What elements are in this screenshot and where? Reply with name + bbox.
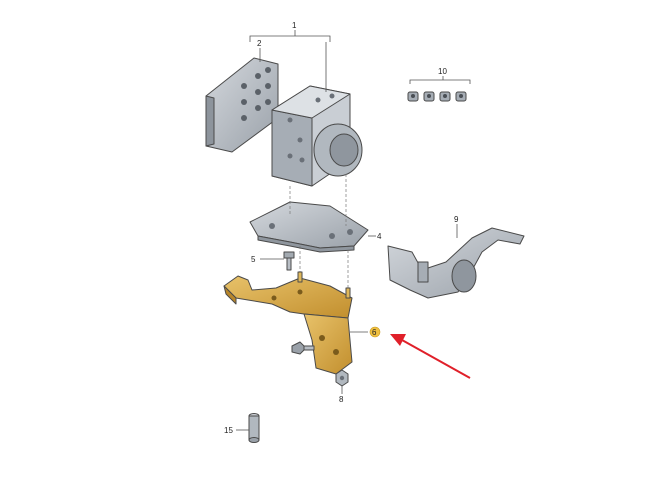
callout-2: 2 — [257, 39, 262, 48]
callout-1: 1 — [292, 21, 297, 30]
pin-part-15[interactable] — [248, 413, 260, 443]
abs-hydraulic-unit-part-1[interactable] — [271, 85, 363, 187]
control-unit-part-2[interactable] — [205, 57, 279, 153]
bolt-small[interactable] — [291, 341, 315, 355]
red-pointer-arrow — [390, 334, 471, 379]
callout-5: 5 — [251, 255, 256, 264]
callout-8: 8 — [339, 395, 344, 404]
leader-lines — [236, 30, 471, 431]
callout-4: 4 — [377, 232, 382, 241]
caps-part-10[interactable] — [407, 91, 467, 102]
highlight-badge — [369, 326, 381, 338]
callout-10: 10 — [438, 67, 447, 76]
callout-labels: 1 2 10 4 5 9 6 8 15 — [224, 21, 459, 435]
bracket-part-6[interactable] — [223, 271, 353, 375]
callout-9: 9 — [454, 215, 459, 224]
mounting-plate-part-4[interactable] — [249, 201, 369, 253]
callout-6: 6 — [372, 328, 377, 337]
callout-15: 15 — [224, 426, 233, 435]
nut-part-8[interactable] — [335, 369, 349, 387]
cover-part-9[interactable] — [387, 227, 525, 299]
bolt-part-5[interactable] — [283, 251, 295, 271]
